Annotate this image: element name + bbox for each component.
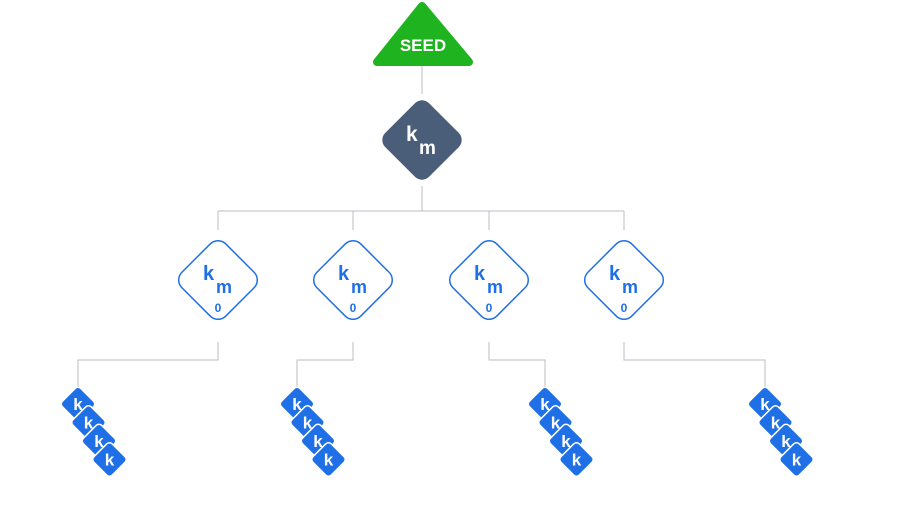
leaf-key: k [559, 442, 594, 477]
child-key-node: k m 0 [583, 239, 665, 321]
leaf-key-label: k [73, 395, 83, 414]
leaf-key-label: k [572, 451, 582, 470]
child-4-to-leaves-connector [623, 342, 766, 392]
leaf-key-label: k [540, 395, 550, 414]
leaf-key-label: k [84, 414, 94, 433]
child-key-node: k m 0 [312, 239, 394, 321]
child-key-subscript: m [351, 277, 367, 297]
leaf-key: k [92, 442, 127, 477]
child-key-index: 0 [621, 301, 628, 315]
leaf-key-label: k [313, 432, 323, 451]
child-key-shape [312, 239, 394, 321]
leaf-key-label: k [324, 451, 334, 470]
seed-node: SEED [373, 2, 473, 66]
child-key-node: k m 0 [448, 239, 530, 321]
leaf-key-label: k [561, 432, 571, 451]
leaf-key-label: k [792, 451, 802, 470]
child-key-shape [448, 239, 530, 321]
child-key-index: 0 [486, 301, 493, 315]
leaf-key-shape [92, 442, 127, 477]
connectors [77, 66, 766, 392]
leaf-key-shape [559, 442, 594, 477]
child-key-label: k m [474, 263, 503, 297]
leaf-key: k [779, 442, 814, 477]
child-key-node: k m 0 [177, 239, 259, 321]
leaf-key-label: k [760, 395, 770, 414]
child-key-label: k m [609, 263, 638, 297]
child-key-subscript: m [622, 277, 638, 297]
child-2-to-leaves-connector [296, 342, 354, 392]
child-key-label: k m [203, 263, 232, 297]
child-key-subscript: m [487, 277, 503, 297]
child-3-to-leaves-connector [488, 342, 546, 392]
leaf-key: k [311, 442, 346, 477]
child-key-subscript: m [216, 277, 232, 297]
child-key-k: k [609, 263, 621, 285]
child-1-to-leaves-connector [77, 342, 219, 392]
child-key-label: k m [338, 263, 367, 297]
master-key-node: k m [382, 100, 462, 180]
child-key-index: 0 [350, 301, 357, 315]
child-key-k: k [474, 263, 486, 285]
child-key-k: k [203, 263, 215, 285]
child-key-shape [583, 239, 665, 321]
leaf-key-label: k [551, 414, 561, 433]
seed-shape [373, 2, 473, 66]
child-key-shape [177, 239, 259, 321]
leaf-key-label: k [303, 414, 313, 433]
child-key-index: 0 [215, 301, 222, 315]
leaf-key-label: k [292, 395, 302, 414]
master-key-shape [382, 100, 462, 180]
leaf-key-label: k [771, 414, 781, 433]
master-key-subscript: m [419, 138, 436, 159]
master-key-label: k m [406, 123, 436, 159]
child-key-k: k [338, 263, 350, 285]
master-key-k: k [406, 123, 418, 146]
leaf-key-label: k [105, 451, 115, 470]
leaf-key-label: k [781, 432, 791, 451]
seed-label: SEED [400, 36, 446, 55]
child-key-nodes: k m 0 k m 0 k m 0 k m [177, 239, 665, 321]
leaf-key-shape [779, 442, 814, 477]
leaf-key-shape [311, 442, 346, 477]
leaf-key-label: k [94, 432, 104, 451]
